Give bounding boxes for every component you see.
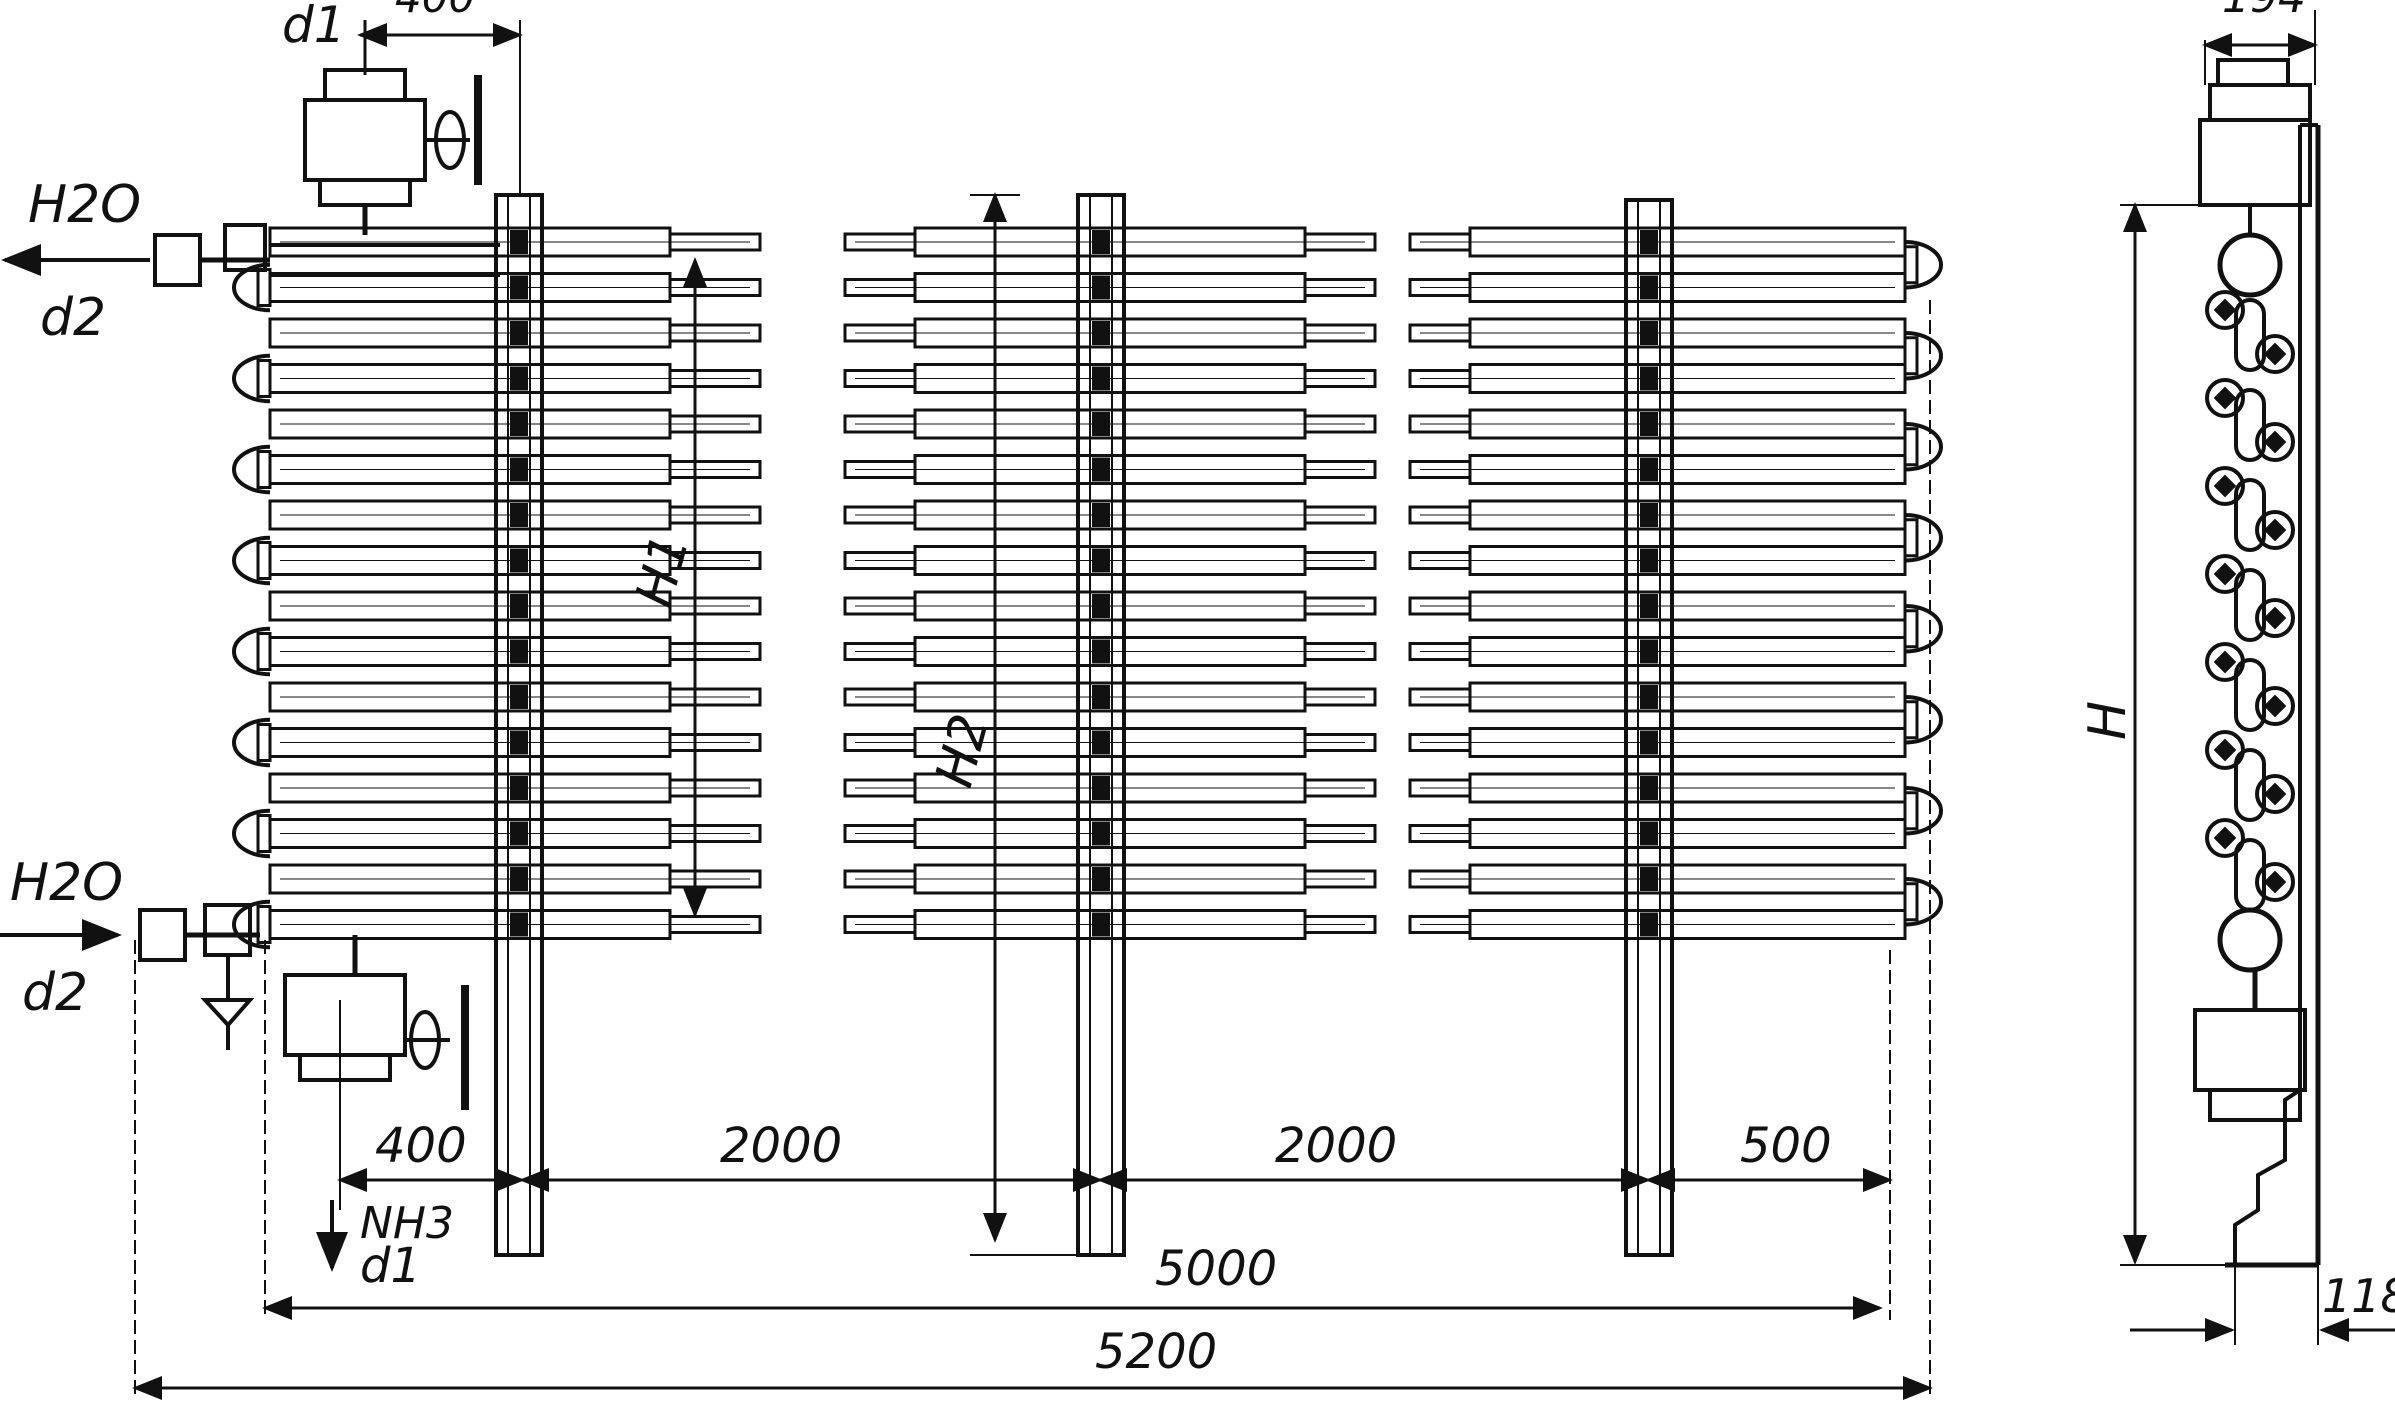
dim-side-base: 118 xyxy=(2322,1269,2395,1323)
water-inlet-fitting xyxy=(0,903,260,1050)
return-bend xyxy=(1904,877,1943,927)
dim-side-width: 194 xyxy=(2222,0,2306,23)
label-water-out-diam: d2 xyxy=(40,288,106,348)
dim-height-h2: H2 xyxy=(925,708,1002,793)
side-view: 194 H 118 xyxy=(2078,0,2395,1345)
return-bend xyxy=(232,717,271,768)
pipe-row xyxy=(268,590,1907,622)
return-bend xyxy=(232,808,271,859)
return-bend xyxy=(1904,604,1943,654)
top-valve-icon xyxy=(303,20,482,235)
right-return-bends xyxy=(1903,240,1943,927)
dim-side-height: H xyxy=(2078,701,2138,740)
dim-overall-tubes: 5000 xyxy=(1155,1241,1277,1297)
support-post-middle xyxy=(1076,193,1126,1257)
bottom-valve-icon xyxy=(283,935,469,1110)
label-nh3: NH3 xyxy=(360,1198,454,1249)
left-return-bends xyxy=(232,262,272,950)
side-pipe-cluster xyxy=(2205,205,2295,973)
label-water-in: H2O xyxy=(10,853,123,913)
dim-span-1: 2000 xyxy=(720,1118,842,1174)
return-bend xyxy=(232,262,271,313)
return-bend xyxy=(232,535,271,586)
return-bend xyxy=(1904,331,1943,381)
dim-height-h1: H1 xyxy=(625,528,702,613)
return-bend xyxy=(232,626,271,677)
label-water-in-diam: d2 xyxy=(22,963,88,1023)
dim-overall-total: 5200 xyxy=(1095,1324,1217,1380)
return-bend xyxy=(1904,513,1943,563)
label-water-out: H2O xyxy=(28,175,141,235)
front-view: 400 400 2000 2000 500 5000 5200 H1 H2 d1… xyxy=(0,0,1943,1400)
dim-span-2: 2000 xyxy=(1275,1118,1397,1174)
return-bend xyxy=(1904,695,1943,745)
support-post-left xyxy=(494,193,544,1257)
return-bend xyxy=(1904,422,1943,472)
return-bend xyxy=(232,444,271,495)
pipe-row xyxy=(268,909,1907,940)
return-bend xyxy=(1904,786,1943,836)
return-bend xyxy=(232,353,271,404)
label-nh3-top-diam: d1 xyxy=(282,0,346,54)
dim-end-offset: 500 xyxy=(1740,1118,1832,1174)
water-outlet-fitting xyxy=(1,223,500,287)
dim-top-offset: 400 xyxy=(395,0,475,22)
pipe-row xyxy=(268,226,1907,258)
support-post-right xyxy=(1624,198,1674,1257)
return-bend xyxy=(232,899,271,950)
return-bend xyxy=(1904,240,1943,290)
dim-inlet-offset: 400 xyxy=(375,1118,467,1174)
label-nh3-bottom-diam: d1 xyxy=(360,1238,421,1294)
